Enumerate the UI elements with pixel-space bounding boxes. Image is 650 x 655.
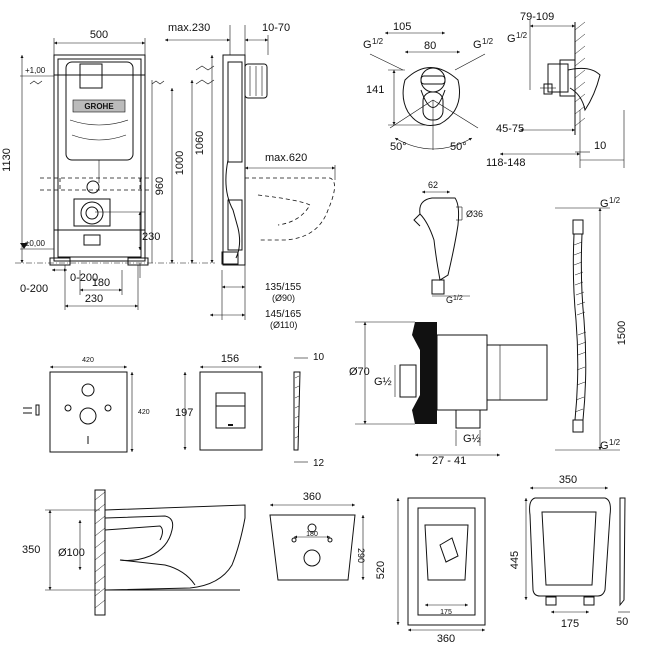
mixer-g-left-frac: 1/2	[372, 37, 384, 46]
frame-height-label: 1130	[1, 148, 13, 172]
plate-height-label: 197	[175, 407, 193, 419]
acoustic-mat-drawing: 420 420	[23, 357, 150, 453]
installation-side-section: max.230 10-70 1060 1000 960 max.620 135/…	[154, 22, 336, 330]
height-1000-label: 1000	[174, 151, 186, 175]
max-230-label: max.230	[168, 22, 210, 34]
level-plus-000: ±0,00	[25, 239, 46, 248]
mixer-side-g-frac: 1/2	[516, 31, 528, 40]
bowl-top-view: 360 180 290	[269, 491, 366, 581]
hand-shower-d36: Ø36	[466, 209, 483, 219]
width-230-label: 230	[85, 293, 103, 305]
mat-width-label: 420	[82, 357, 94, 364]
bowl-top-height-label: 290	[356, 548, 366, 563]
mixer-width-105-label: 105	[393, 21, 411, 33]
bowl-plan-height-label: 520	[375, 561, 387, 579]
pipe-d110-label: (Ø110)	[270, 320, 297, 330]
mixer-angle-left: 50°	[390, 141, 407, 153]
range-0-200-label-left: 0-200	[20, 283, 48, 295]
seat-175-label: 175	[561, 618, 579, 630]
mixer-height-141-label: 141	[366, 84, 384, 96]
pipe-145-label: 145/165	[265, 309, 302, 320]
height-960-label: 960	[154, 177, 166, 195]
mixer-range-79-109-label: 79-109	[520, 11, 554, 23]
mixer-side-g: G	[507, 33, 516, 45]
hose-g-top: G	[600, 198, 609, 210]
hose-g-top-frac: 1/2	[609, 196, 621, 205]
bowl-plan-width-label: 360	[437, 633, 455, 645]
mixer-g-left: G	[363, 39, 372, 51]
seat-depth-label: 50	[616, 616, 628, 628]
height-1060-label: 1060	[194, 131, 206, 155]
pipe-135-label: 135/155	[265, 282, 302, 293]
mixer-width-80-label: 80	[424, 40, 436, 52]
outlet-height-label: 230	[142, 231, 160, 243]
mixer-side-d10-label: 10	[594, 140, 606, 152]
outlet-d70-label: Ø70	[349, 366, 370, 378]
level-plus-100: +1,00	[25, 66, 46, 75]
hand-shower-drawing: 62 Ø36 G 1/2	[413, 180, 483, 305]
brand-label: GROHE	[84, 102, 114, 111]
mixer-angle-right: 50°	[450, 141, 467, 153]
bowl-outlet-d100: Ø100	[58, 547, 85, 559]
wall-outlet-drawing: Ø70 G½ G½ 27 - 41	[349, 321, 548, 467]
hose-g-bottom-frac: 1/2	[609, 438, 621, 447]
outlet-range-label: 27 - 41	[432, 455, 466, 467]
mixer-range-45-75-label: 45-75	[496, 123, 524, 135]
bowl-height-label: 350	[22, 544, 40, 556]
pipe-d90-label: (Ø90)	[272, 293, 295, 303]
plate-thickness-bottom: 12	[313, 458, 325, 469]
plate-width-label: 156	[221, 353, 239, 365]
bowl-top-180: 180	[306, 531, 318, 538]
mixer-g-right: G	[473, 39, 482, 51]
hand-shower-g-frac: 1/2	[453, 295, 463, 302]
seat-height-label: 445	[509, 551, 521, 569]
hand-shower-width-62: 62	[428, 180, 438, 190]
flush-plate-drawing: 156 197 10 12	[175, 352, 325, 469]
brand-plate	[72, 99, 126, 113]
mat-height-label: 420	[138, 409, 150, 416]
mixer-front-view: 105 80 G 1/2 G 1/2 141 50° 50°	[363, 21, 494, 153]
seat-width-label: 350	[559, 474, 577, 486]
mixer-range-118-148-label: 118-148	[486, 157, 526, 169]
bowl-plan-view: 175 520 360	[375, 497, 486, 645]
range-10-70-label: 10-70	[262, 22, 290, 34]
plate-thickness-top: 10	[313, 352, 325, 363]
mixer-g-right-frac: 1/2	[482, 37, 494, 46]
bowl-plan-175: 175	[440, 609, 452, 616]
range-0-200-label: 0-200	[70, 272, 98, 284]
width-180-label: 180	[92, 277, 110, 289]
frame-width-label: 500	[90, 29, 108, 41]
hose-g-bottom: G	[600, 440, 609, 452]
seat-drawing: 350 445 175 50	[509, 474, 630, 630]
bowl-side-view: 350 Ø100	[22, 489, 246, 616]
bowl-top-width-label: 360	[303, 491, 321, 503]
outlet-g-bottom: G½	[463, 433, 481, 445]
shower-hose-drawing: G 1/2 1500 G 1/2	[555, 196, 628, 452]
installation-frame-front-view: 500 GROHE 1130 +1,00 ±0,00 230 0-200 0-2…	[1, 29, 215, 310]
mixer-side-view: 79-109 G 1/2 45-75 118-148 10	[486, 11, 625, 169]
max-620-label: max.620	[265, 152, 307, 164]
hose-length-label: 1500	[616, 321, 628, 345]
hand-shower-g: G	[446, 295, 453, 305]
outlet-g-left: G½	[374, 376, 392, 388]
